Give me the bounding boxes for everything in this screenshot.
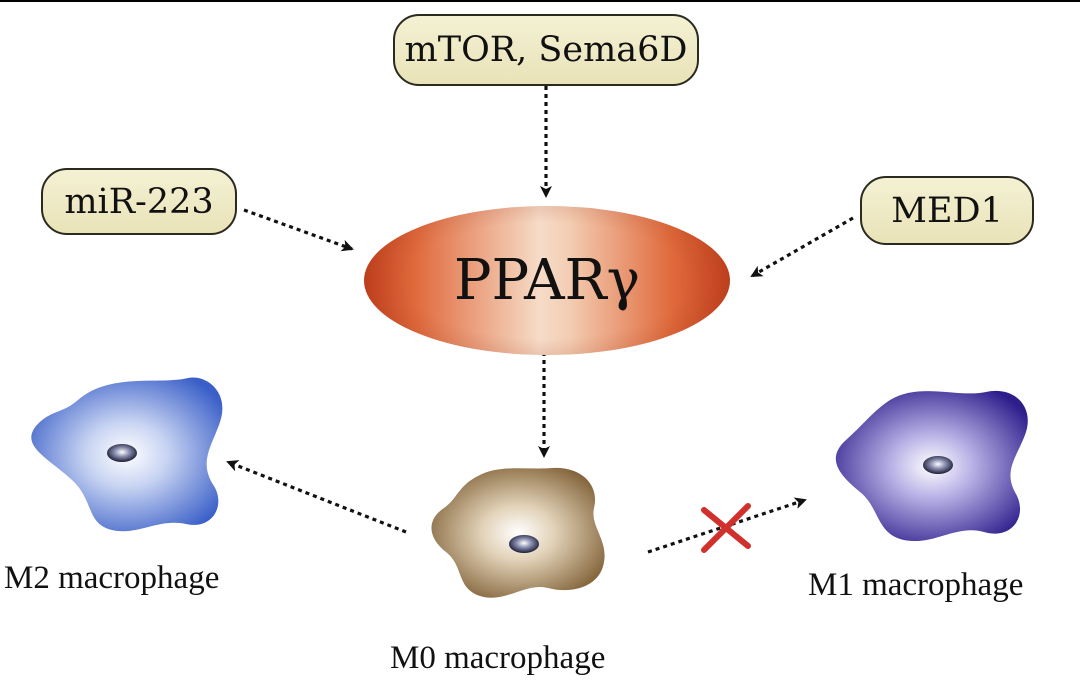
m1-macrophage-label: M1 macrophage: [808, 567, 1024, 603]
arrow-m0-to-m2: [226, 460, 407, 534]
m2-nucleus: [107, 444, 137, 462]
m0-macrophage-label: M0 macrophage: [390, 640, 606, 676]
m2-macrophage-cell-icon: [31, 377, 223, 532]
m0-macrophage-cell-icon: [431, 467, 605, 598]
node-med1-label: MED1: [891, 190, 1003, 231]
arrow-med-to-ppar: [750, 216, 854, 278]
node-med1: MED1: [860, 176, 1034, 245]
node-mtor-sema6d-label: mTOR, Sema6D: [404, 30, 688, 70]
top-border: [0, 0, 1080, 2]
node-ppar-gamma: PPARγ: [364, 206, 730, 355]
node-mir-223: miR-223: [41, 168, 237, 235]
m2-macrophage-label: M2 macrophage: [4, 560, 220, 596]
m0-nucleus: [509, 535, 539, 553]
m1-macrophage-cell-icon: [835, 390, 1028, 542]
node-ppar-gamma-label: PPARγ: [453, 248, 641, 313]
node-mir-223-label: miR-223: [64, 181, 214, 222]
arrow-mir-to-ppar: [243, 208, 354, 252]
block-x-icon: [701, 503, 751, 553]
node-mtor-sema6d: mTOR, Sema6D: [393, 14, 699, 86]
m1-nucleus: [923, 456, 953, 474]
